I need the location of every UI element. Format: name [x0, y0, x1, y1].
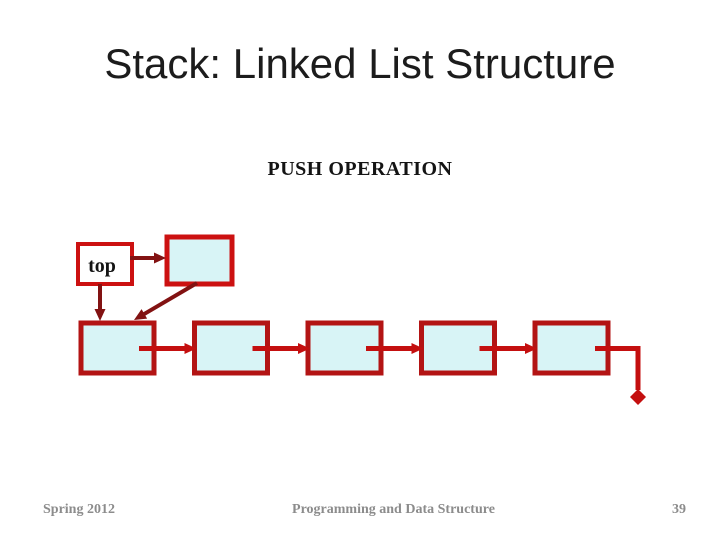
new-node-to-head-arrow-head — [134, 309, 148, 320]
slide-title: Stack: Linked List Structure — [104, 40, 616, 87]
new-node-box — [164, 234, 235, 287]
next-pointer-arrow-4-head — [525, 343, 537, 354]
null-terminator-diamond-icon — [630, 389, 646, 405]
null-pointer-elbow — [595, 346, 641, 390]
top-pointer-label: top — [88, 255, 116, 277]
new-node-to-head-arrow — [140, 281, 199, 318]
diagram-shapes — [76, 234, 646, 405]
footer-page-number: 39 — [671, 502, 686, 517]
slide-subtitle: PUSH OPERATION — [267, 158, 453, 180]
next-pointer-arrow-2-head — [298, 343, 310, 354]
footer-date: Spring 2012 — [43, 502, 115, 517]
top-pointer-box — [76, 242, 134, 286]
top-to-new-node-arrow-head — [154, 252, 166, 264]
footer-course: Programming and Data Structure — [292, 502, 495, 517]
next-pointer-arrow-3-head — [411, 343, 424, 354]
top-down-arrow-head — [94, 309, 106, 321]
slide-footer: Spring 2012 Programming and Data Structu… — [43, 502, 686, 520]
next-pointer-arrow-1-head — [184, 343, 197, 354]
